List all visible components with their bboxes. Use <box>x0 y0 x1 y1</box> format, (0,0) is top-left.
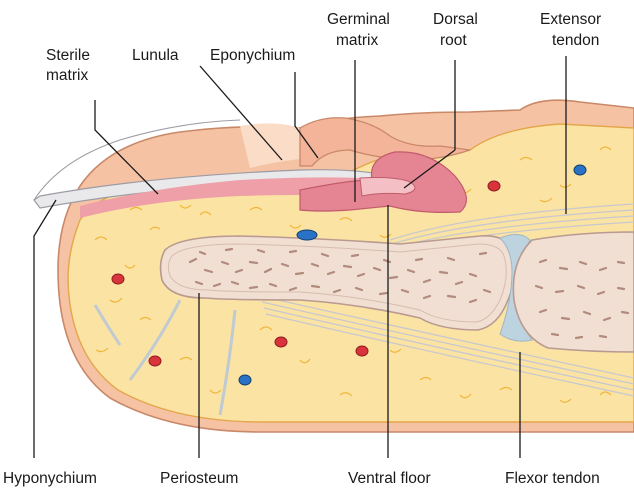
label-dorsal-root-line2: root <box>440 32 467 49</box>
artery-1 <box>112 274 124 284</box>
artery-4 <box>356 346 368 356</box>
leader-hyponychium <box>34 200 56 458</box>
middle-phalanx <box>513 232 634 352</box>
label-ventral-floor: Ventral floor <box>348 470 431 487</box>
label-extensor-tendon-line1: Extensor <box>540 11 601 28</box>
label-periosteum: Periosteum <box>160 470 238 487</box>
label-sterile-matrix-line2: matrix <box>46 67 88 84</box>
artery-5 <box>488 181 500 191</box>
label-germinal-matrix-line2: matrix <box>336 32 378 49</box>
label-extensor-tendon-line2: tendon <box>552 32 599 49</box>
label-sterile-matrix-line1: Sterile <box>46 47 90 64</box>
artery-2 <box>149 356 161 366</box>
label-hyponychium: Hyponychium <box>3 470 97 487</box>
label-eponychium: Eponychium <box>210 47 295 64</box>
vein-1 <box>297 230 317 240</box>
vein-2 <box>239 375 251 385</box>
label-dorsal-root-line1: Dorsal <box>433 11 478 28</box>
label-germinal-matrix-line1: Germinal <box>327 11 390 28</box>
label-lunula: Lunula <box>132 47 179 64</box>
vein-3 <box>574 165 586 175</box>
label-flexor-tendon: Flexor tendon <box>505 470 600 487</box>
artery-3 <box>275 337 287 347</box>
